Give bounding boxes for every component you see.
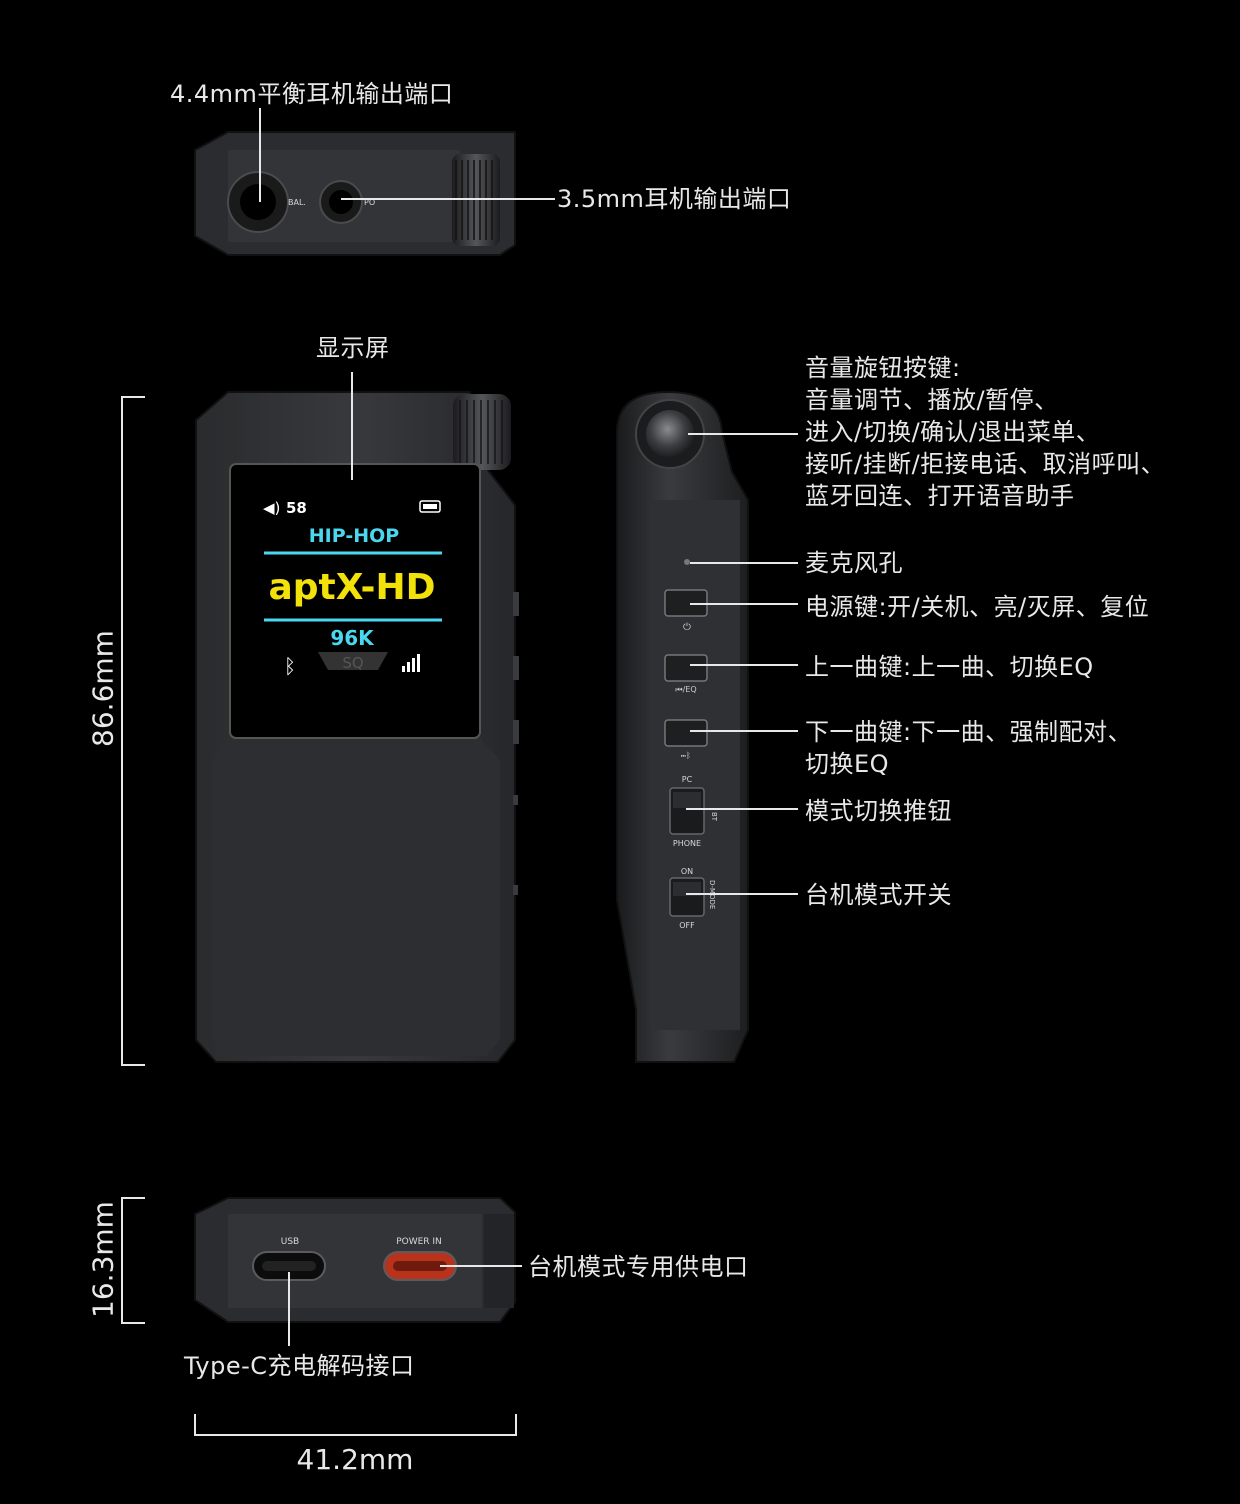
screen-codec: aptX-HD — [268, 567, 435, 608]
side-button-1 — [513, 592, 519, 616]
side-button-3 — [513, 720, 519, 744]
usb-mark: USB — [281, 1237, 299, 1247]
signal-icon — [402, 654, 420, 672]
height-bracket — [121, 396, 145, 1066]
dim-width: 41.2mm — [296, 1443, 414, 1476]
prev-icon: ⏮/EQ — [675, 685, 696, 694]
bal-mark: BAL. — [288, 198, 306, 207]
label-screen: 显示屏 — [316, 334, 390, 362]
front-view: ◀) 58 HIP-HOP aptX-HD 96K SQ ᛒ — [195, 391, 519, 1063]
depth-bracket — [121, 1197, 145, 1324]
screen-rate: 96K — [330, 626, 375, 650]
label-mode-switch: 模式切换推钮 — [805, 797, 952, 825]
pc-mark: PC — [682, 775, 693, 784]
dim-height: 86.6mm — [86, 630, 120, 747]
dimension-brackets — [121, 396, 517, 1436]
label-desktop-switch: 台机模式开关 — [805, 881, 952, 909]
bt-mark: BT — [710, 812, 718, 822]
width-bracket — [194, 1414, 517, 1436]
phone-mark: PHONE — [673, 839, 701, 848]
label-next-key: 下一曲键:下一曲、强制配对、 切换EQ — [805, 718, 1133, 778]
screen-quality: SQ — [342, 654, 363, 672]
dim-depth: 16.3mm — [86, 1201, 120, 1318]
label-knob: 音量旋钮按键: 音量调节、播放/暂停、 进入/切换/确认/退出菜单、 接听/挂断… — [805, 354, 1166, 510]
front-lower-panel — [212, 738, 500, 1056]
top-view: BAL. PO — [194, 131, 516, 256]
next-button — [664, 719, 708, 747]
label-power-in-port: 台机模式专用供电口 — [528, 1253, 749, 1281]
label-bal-port: 4.4mm平衡耳机输出端口 — [170, 80, 454, 108]
speaker-icon: ◀) — [263, 499, 280, 517]
label-po-port: 3.5mm耳机输出端口 — [557, 185, 792, 213]
screen-volume: 58 — [286, 499, 307, 517]
label-power-key: 电源键:开/关机、亮/灭屏、复位 — [805, 593, 1150, 621]
label-typec-port: Type-C充电解码接口 — [184, 1352, 415, 1380]
power-in-mark: POWER IN — [396, 1237, 442, 1247]
prev-button — [664, 654, 708, 682]
side-view: ⏻ ⏮/EQ ⏭ᛒ PC BT PHONE ON D-MODE OFF — [616, 390, 749, 1063]
next-icon: ⏭ᛒ — [681, 751, 691, 760]
power-icon: ⏻ — [683, 622, 691, 633]
on-mark: ON — [681, 867, 693, 876]
side-button-2 — [513, 656, 519, 680]
off-mark: OFF — [679, 921, 695, 930]
po-mark: PO — [364, 198, 375, 207]
battery-icon — [419, 500, 441, 513]
callout-lines — [259, 108, 798, 1346]
label-prev-key: 上一曲键:上一曲、切换EQ — [805, 653, 1094, 681]
screen-genre: HIP-HOP — [309, 525, 400, 547]
mic-hole — [684, 559, 690, 565]
label-mic: 麦克风孔 — [805, 549, 903, 577]
bluetooth-icon: ᛒ — [284, 654, 296, 678]
bottom-view: USB POWER IN — [194, 1197, 516, 1323]
